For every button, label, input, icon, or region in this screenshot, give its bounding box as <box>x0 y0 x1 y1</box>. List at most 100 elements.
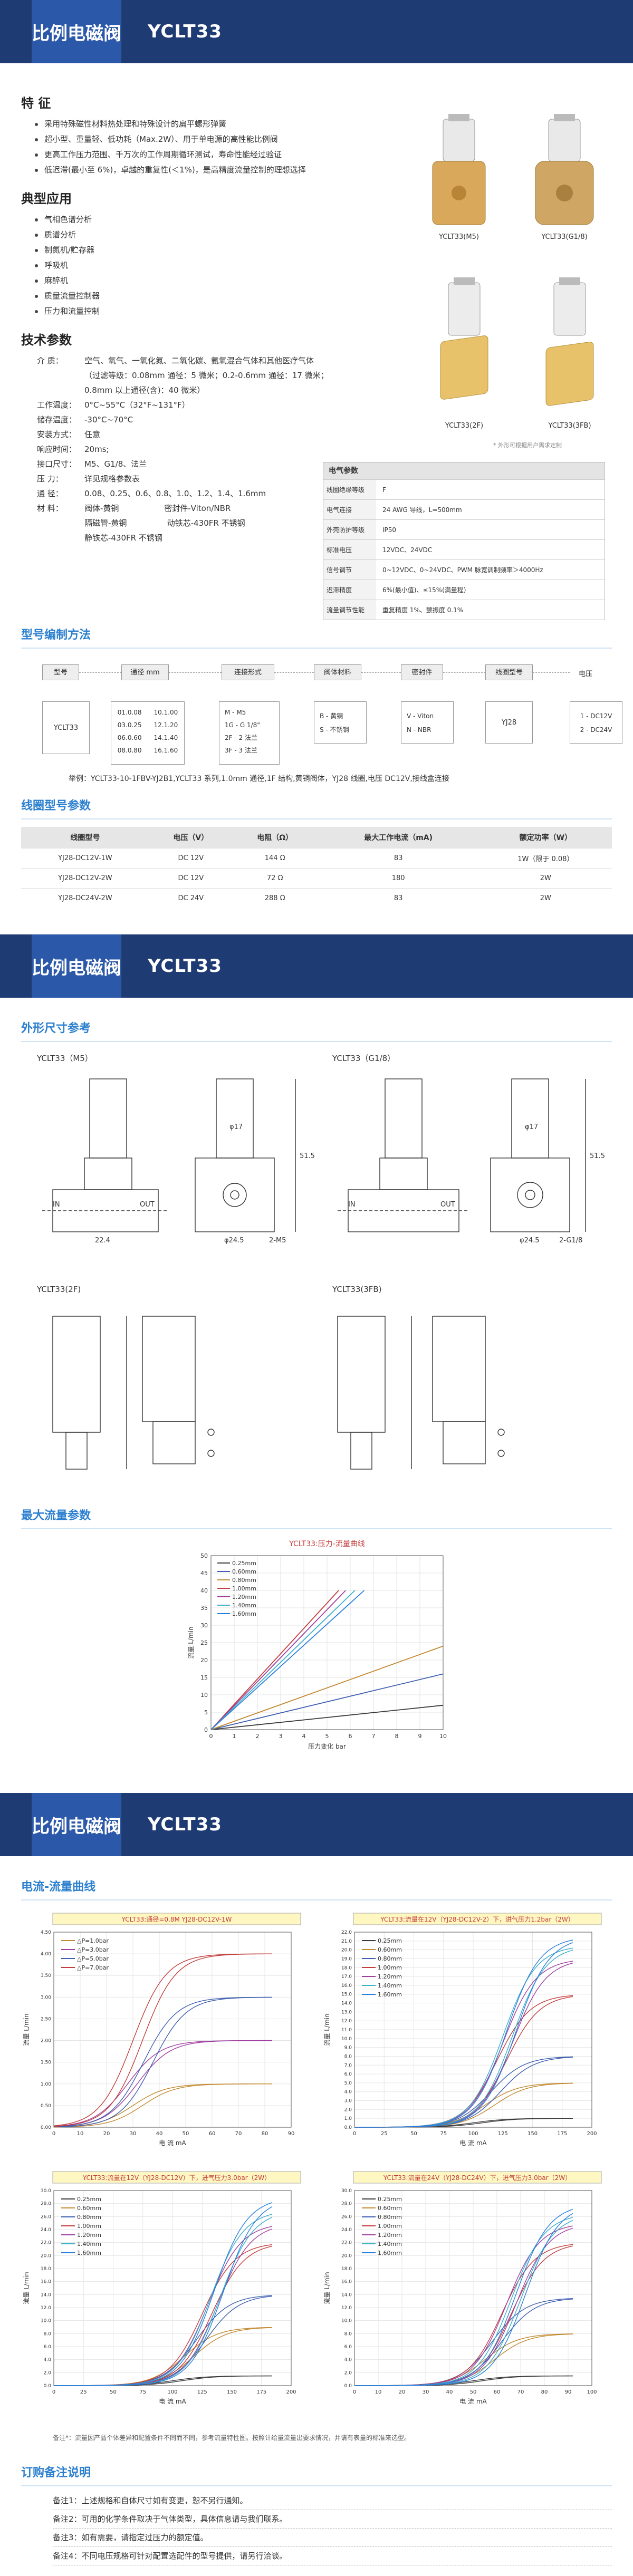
x-tick-label: 0 <box>209 1733 213 1740</box>
code-seal-line: N - NBR <box>407 726 431 734</box>
order-title: 订购备注说明 <box>21 2466 91 2479</box>
y-tick-label: 4.00 <box>41 1952 51 1957</box>
code-diagram: 型号 通径 mm 连接形式 阀体材料 密封件 线圈型号 电压 YCLT33 01… <box>21 649 622 791</box>
code-header-voltage: 电压 <box>570 667 601 682</box>
legend-label: 0.25mm <box>378 1937 402 1944</box>
electrical-value: IP50 <box>382 526 397 534</box>
application-item: 气相色谱分析 <box>35 212 612 227</box>
legend-label: 0.25mm <box>378 2196 402 2203</box>
x-tick-label: 25 <box>381 2131 388 2137</box>
y-tick-label: 30.0 <box>41 2188 51 2194</box>
legend-label: 1.60mm <box>378 2250 402 2256</box>
application-item: 呼吸机 <box>35 258 612 273</box>
product-2f-image <box>440 277 488 400</box>
features-list: 采用特殊磁性材料热处理和特殊设计的扁平螺形弹簧 超小型、重量轻、低功耗（Max.… <box>21 117 612 178</box>
legend-label: 1.20mm <box>232 1594 256 1600</box>
header-model: YCLT33 <box>148 1814 222 1835</box>
legend-label: △P=7.0bar <box>77 1964 109 1971</box>
connector-line <box>443 672 485 673</box>
x-tick-label: 30 <box>423 2389 429 2395</box>
feature-item: 超小型、重量轻、低功耗（Max.2W）、用于单电源的高性能比例阀 <box>35 132 612 147</box>
tech-param-row: 材 料：阀体-黄铜 密封件-Viton/NBR <box>37 501 316 516</box>
legend-label: 1.40mm <box>77 2241 101 2247</box>
series-line <box>210 1590 356 1730</box>
y-tick-label: 12.0 <box>341 2019 352 2024</box>
y-tick-label: 20.0 <box>341 1948 352 1953</box>
tech-param-key: 通 径： <box>37 489 63 498</box>
header-tag: 比例电磁阀 <box>32 0 121 63</box>
header-tag: 比例电磁阀 <box>32 934 121 998</box>
code-body-box: B - 黄铜 S - 不锈钢 <box>314 701 367 744</box>
x-tick-label: 125 <box>498 2131 508 2137</box>
divider <box>21 648 612 649</box>
legend-label: △P=5.0bar <box>77 1955 109 1962</box>
y-tick-label: 28.0 <box>41 2202 51 2207</box>
drawing-label-m5: YCLT33（M5） <box>37 1054 93 1063</box>
electrical-row: 流量调节性能重复精度 1%、颤振度 0.1% <box>323 600 605 620</box>
cell: YJ28-DC12V-1W <box>21 847 149 868</box>
electrical-value: 6%(最小值)、≤15%(满量程) <box>382 586 466 594</box>
y-tick-label: 14.0 <box>341 2292 352 2298</box>
y-tick-label: 4.0 <box>344 2358 352 2363</box>
x-tick-label: 60 <box>494 2389 501 2395</box>
y-tick-label: 20.0 <box>41 2253 51 2259</box>
series-line <box>53 2083 273 2128</box>
y-tick-label: 15.0 <box>341 1992 352 1998</box>
y-tick-label: 3.0 <box>344 2099 352 2104</box>
x-axis-label: 电 流 mA <box>159 2139 186 2147</box>
x-tick-label: 40 <box>446 2389 453 2395</box>
code-body-line: S - 不锈钢 <box>320 726 349 734</box>
application-item: 制氮机/贮存器 <box>35 243 612 258</box>
y-tick-label: 0.0 <box>344 2384 352 2389</box>
y-tick-label: 8.0 <box>344 2054 352 2059</box>
x-tick-label: 60 <box>209 2131 216 2137</box>
header-bar: 比例电磁阀 YCLT33 <box>0 934 633 998</box>
divider <box>21 818 612 819</box>
y-axis-label: 流量 L/min <box>323 2272 331 2304</box>
tech-param-value: 0.08、0.25、0.6、0.8、1.0、1.2、1.4、1.6mm <box>84 489 266 498</box>
y-tick-label: 1.50 <box>41 2060 51 2066</box>
x-tick-label: 90 <box>565 2389 572 2395</box>
code-model: YCLT33 <box>53 724 79 732</box>
dimension-drawing-svg: φ17 51.5 22.4 φ24.5 2-M5 IN OUT φ17 51.5… <box>42 1078 605 1470</box>
coil-table: 线圈型号 电压（V） 电阻（Ω） 最大工作电流（mA) 额定功率（W） YJ28… <box>21 827 612 908</box>
code-coil: YJ28 <box>501 719 517 727</box>
y-tick-label: 20.0 <box>341 2253 352 2259</box>
code-diameter-box: 01.0.08 10.1.00 03.0.25 12.1.20 06.0.60 … <box>111 701 185 765</box>
y-tick-label: 2.00 <box>41 2039 51 2044</box>
electrical-value: 12VDC、24VDC <box>382 546 433 554</box>
chart-bg <box>322 1911 607 2159</box>
x-tick-label: 0 <box>353 2131 356 2137</box>
y-tick-label: 18.0 <box>341 2266 352 2272</box>
tech-param-key: 材 料： <box>37 504 63 513</box>
dim-text: 2-G1/8 <box>559 1237 582 1244</box>
dims-section: 外形尺寸参考 YCLT33（M5） YCLT33（G1/8） YCLT33(2F… <box>0 1019 633 1772</box>
x-tick-label: 75 <box>139 2389 146 2395</box>
series-line <box>210 1590 339 1730</box>
curves-title: 电流-流量曲线 <box>21 1880 96 1894</box>
legend-label: 0.25mm <box>77 2196 101 2203</box>
x-tick-label: 3 <box>279 1733 283 1740</box>
code-connection-line: 1G - G 1/8" <box>225 721 260 729</box>
y-tick-label: 19.0 <box>341 1956 352 1962</box>
tech-params: 介 质：空气、氧气、一氧化氮、二氧化碳、氨氧混合气体和其他医疗气体（过滤等级：0… <box>21 353 329 545</box>
code-voltage-line: 1 - DC12V <box>580 712 612 720</box>
dim-text: 51.5 <box>300 1152 315 1160</box>
tech-param-key: 响应时间： <box>37 445 77 454</box>
divider <box>21 1899 612 1900</box>
header-bar: 比例电磁阀 YCLT33 <box>0 0 633 63</box>
drawing-label-3fb: YCLT33(3FB) <box>332 1285 382 1294</box>
dim-text: IN <box>348 1201 356 1209</box>
series-line <box>354 2213 573 2386</box>
dim-text: OUT <box>140 1201 155 1209</box>
code-header-coil: 线圈型号 <box>485 664 533 680</box>
application-item: 麻醉机 <box>35 273 612 288</box>
table-row: YJ28-DC12V-2W DC 12V 72 Ω 180 2W <box>21 867 612 888</box>
legend-label: 0.25mm <box>232 1560 256 1567</box>
tech-param-row: 压 力：详见规格参数表 <box>37 471 316 486</box>
